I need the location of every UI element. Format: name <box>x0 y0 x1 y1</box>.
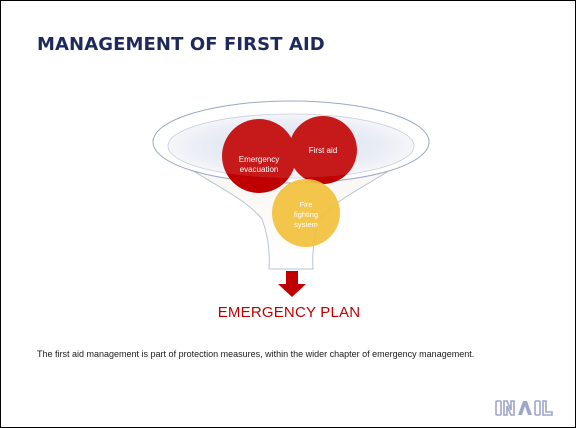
slide-caption: The first aid management is part of prot… <box>37 349 475 359</box>
emergency-plan-label: EMERGENCY PLAN <box>217 304 361 321</box>
first-aid-circle <box>289 116 357 184</box>
inail-logo <box>495 400 553 416</box>
first-aid-label: First aid <box>309 146 337 155</box>
down-arrow-icon <box>278 271 306 297</box>
emergency-evacuation-circle <box>222 119 296 193</box>
fire-fighting-system-circle <box>272 179 340 247</box>
slide-title: MANAGEMENT OF FIRST AID <box>37 34 325 55</box>
